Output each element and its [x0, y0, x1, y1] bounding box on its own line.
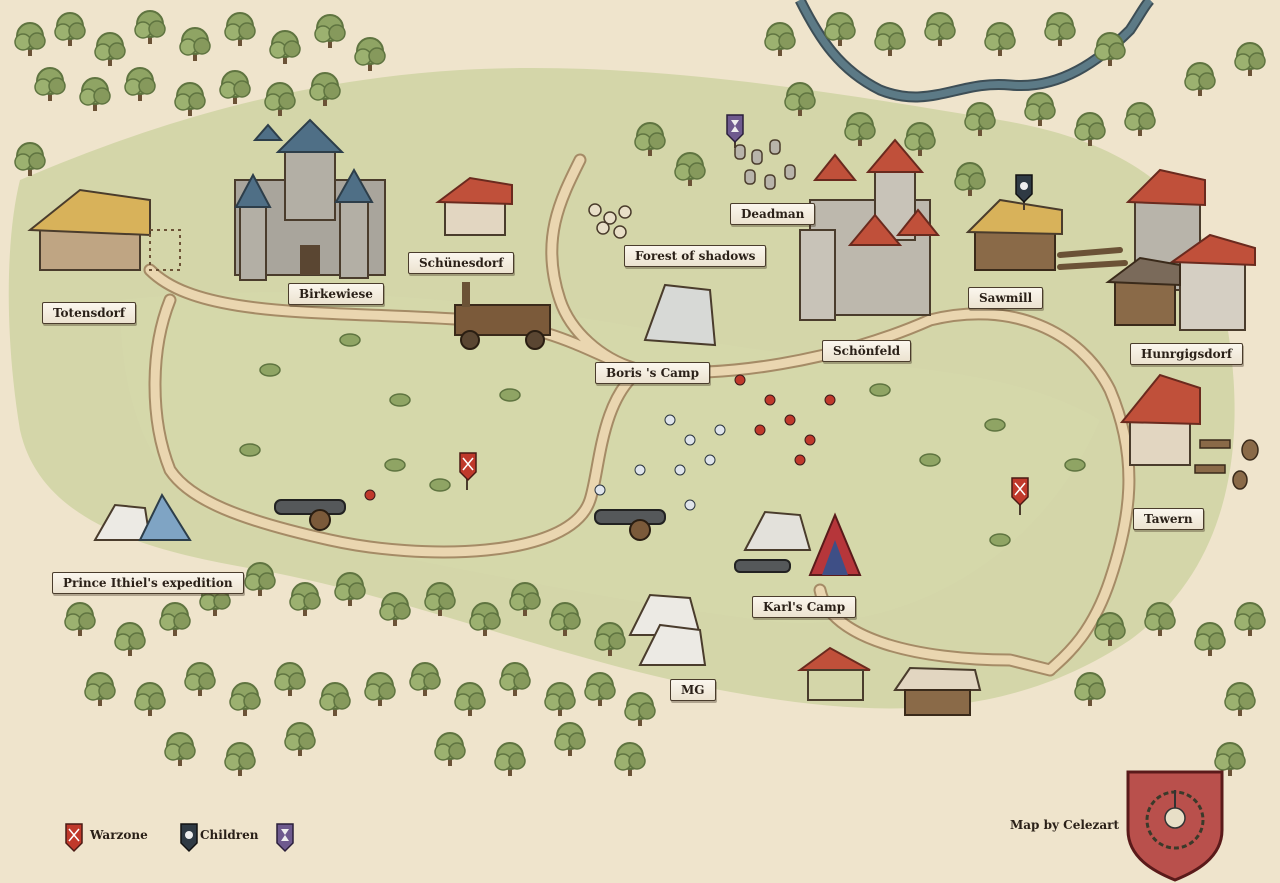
legend-hourglass-icon [276, 823, 294, 853]
market-stalls [796, 646, 982, 716]
legend-warzone-label: Warzone [90, 828, 148, 842]
children-banner-sawmill [1015, 174, 1033, 210]
legend-children-icon [180, 823, 198, 853]
totensdorf-farm [27, 188, 181, 271]
schunesdorf-house [435, 176, 513, 236]
label-karls-camp: Karl's Camp [752, 596, 857, 618]
warzone-banner-east [1011, 477, 1029, 515]
label-prince-ithiel-expedition: Prince Ithiel's expedition [52, 572, 244, 594]
skull-laurel-crest-icon [1126, 770, 1224, 882]
legend-warzone-icon [65, 823, 83, 853]
graveyard [734, 139, 796, 190]
mg-tents [628, 593, 707, 666]
birkewiese-castle [234, 118, 386, 281]
legend-children-label: Children [200, 828, 259, 842]
label-totensdorf: Totensdorf [42, 302, 137, 324]
label-deadman: Deadman [730, 203, 816, 225]
label-schunesdorf: Schünesdorf [408, 252, 515, 274]
boris-siege-engine [454, 282, 551, 350]
tavern [1119, 373, 1259, 490]
label-tawern: Tawern [1133, 508, 1204, 530]
label-mg: MG [670, 679, 716, 701]
map-credit: Map by Celezart [1010, 818, 1120, 832]
hunrgigsdorf-houses [1105, 168, 1256, 331]
boris-tent [643, 283, 717, 347]
skull-pile [588, 203, 632, 239]
battle-troops [364, 374, 836, 511]
label-forest-of-shadows: Forest of shadows [624, 245, 767, 267]
sawmill [965, 198, 1128, 271]
label-boris-camp: Boris 's Camp [595, 362, 710, 384]
cannon-west [274, 499, 346, 531]
prince-ithiel-tents [93, 492, 192, 541]
cannon-east [594, 509, 791, 573]
karls-camp-tents [743, 510, 862, 576]
warzone-banner-center [459, 452, 477, 490]
label-schonfeld: Schönfeld [822, 340, 912, 362]
hourglass-banner-deadman [726, 114, 744, 148]
label-hunrgigsdorf: Hunrgigsdorf [1130, 343, 1244, 365]
label-birkewiese: Birkewiese [288, 283, 384, 305]
label-sawmill: Sawmill [968, 287, 1044, 309]
schonfeld-castle [799, 138, 941, 321]
